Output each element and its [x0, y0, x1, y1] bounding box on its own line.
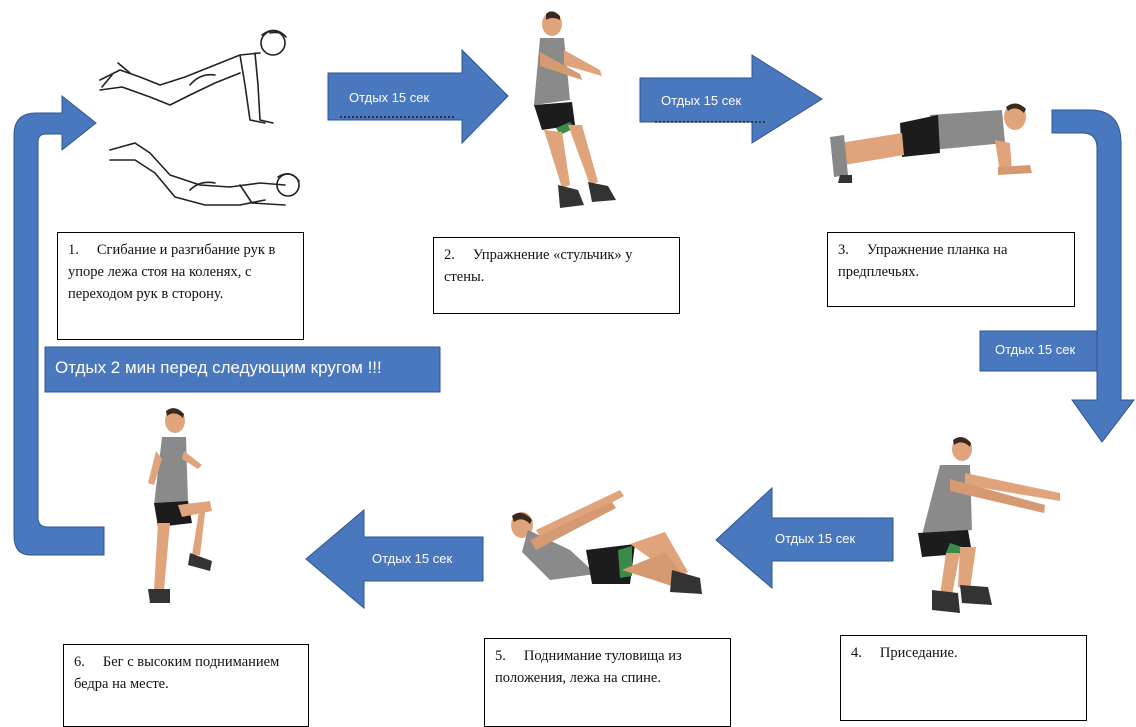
exercise-number: 3. [838, 242, 849, 258]
exercise-text: Поднимание туловища из положения, лежа н… [495, 648, 682, 686]
exercise-caption-1: 1.Сгибание и разгибание рук в упоре лежа… [57, 232, 304, 340]
exercise-text: Сгибание и разгибание рук в упоре лежа с… [68, 242, 276, 302]
exercise-text: Приседание. [879, 645, 958, 661]
round-rest-banner: Отдых 2 мин перед следующим кругом !!! [55, 358, 382, 377]
arrow-2-to-3 [639, 54, 823, 144]
knee-pushup-illustration [99, 29, 300, 206]
exercise-text: Упражнение «стульчик» у стены. [444, 247, 633, 285]
exercise-caption-4: 4. Приседание. [840, 635, 1087, 721]
exercise-caption-2: 2.Упражнение «стульчик» у стены. [433, 237, 680, 314]
wall-sit-photo [534, 11, 616, 208]
plank-photo [830, 103, 1032, 183]
exercise-text: Упражнение планка на предплечьях. [838, 242, 1008, 280]
rest-box-right [979, 330, 1098, 372]
squat-photo [918, 437, 1060, 613]
exercise-number: 6. [74, 654, 85, 670]
rest-label-1: Отдых 15 сек [349, 90, 430, 105]
rest-label-5: Отдых 15 сек [372, 551, 453, 566]
rest-label-3: Отдых 15 сек [995, 342, 1076, 357]
rest-label-2: Отдых 15 сек [661, 93, 742, 108]
rest-label-4: Отдых 15 сек [775, 531, 856, 546]
return-loop-arrow [13, 94, 105, 556]
arrow-1-to-2 [327, 48, 509, 145]
exercise-number: 2. [444, 247, 455, 263]
exercise-caption-5: 5.Поднимание туловища из положения, лежа… [484, 638, 731, 727]
exercise-number: 5. [495, 648, 506, 664]
exercise-text: Бег с высоким подниманием бедра на месте… [74, 654, 280, 692]
round-rest-banner-bg [44, 346, 441, 393]
exercise-caption-6: 6.Бег с высоким подниманием бедра на мес… [63, 644, 309, 727]
high-knees-photo [148, 408, 212, 603]
arrow-4-to-5 [715, 486, 894, 590]
exercise-number: 1. [68, 242, 79, 258]
exercise-number: 4. [851, 645, 862, 661]
arrow-5-to-6 [305, 508, 484, 610]
exercise-caption-3: 3.Упражнение планка на предплечьях. [827, 232, 1075, 307]
crunch-photo [511, 490, 702, 594]
arrow-3-to-4 [1051, 109, 1136, 443]
